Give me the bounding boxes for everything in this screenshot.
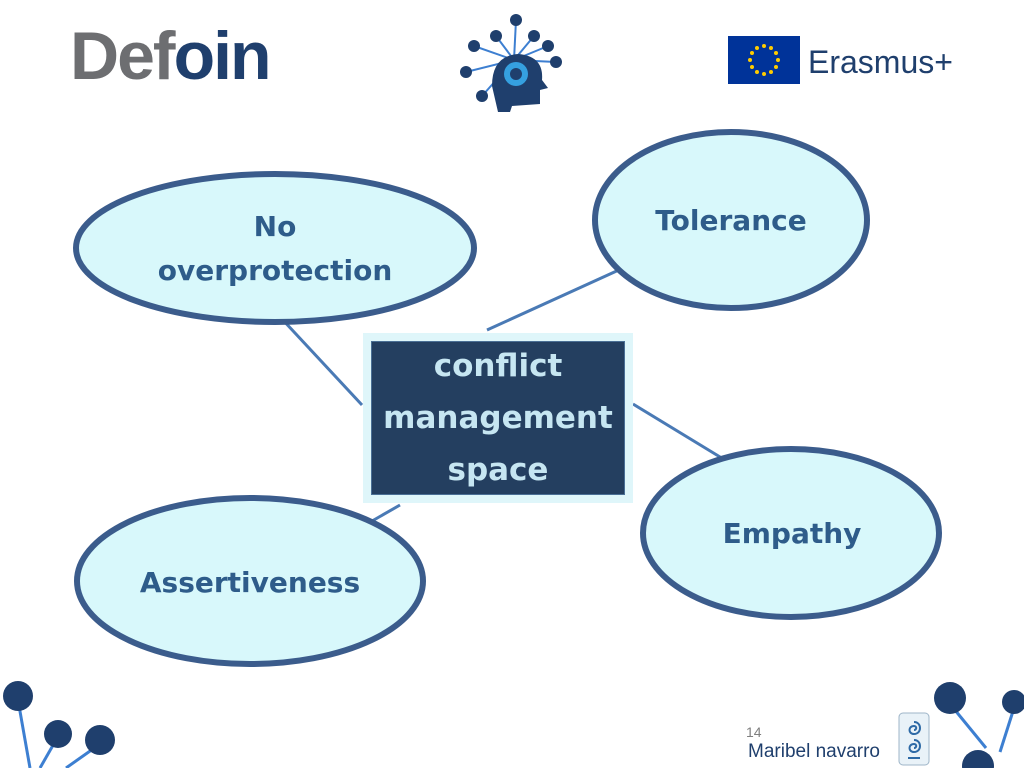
- head-network-logo-icon: [460, 14, 562, 112]
- decorative-network-bottom-right-icon: [934, 682, 1024, 768]
- eu-flag-icon: [728, 36, 800, 84]
- logo-text-part1: Def: [70, 18, 176, 94]
- page-number: 14: [746, 724, 762, 740]
- node-label-no-overprotection: No overprotection: [157, 210, 393, 287]
- node-ellipse-empathy: [640, 446, 942, 620]
- author-name: Maribel navarro: [748, 741, 880, 762]
- decorative-network-bottom-left-icon: [3, 681, 115, 768]
- spiral-logo-icon: [898, 712, 930, 766]
- node-label-tolerance: Tolerance: [655, 204, 807, 237]
- center-concept-box: conflict management space: [363, 333, 633, 503]
- node-label-assertiveness: Assertiveness: [139, 566, 361, 599]
- logo-text-part2: oin: [173, 18, 272, 94]
- node-ellipse-assertiveness: [74, 495, 426, 667]
- center-concept-label: conflict management space: [383, 348, 613, 488]
- center-concept-inner: conflict management space: [371, 341, 625, 495]
- node-label-empathy: Empathy: [722, 517, 862, 550]
- connector-tolerance: [486, 262, 633, 332]
- node-ellipse-no-overprotection: [73, 171, 477, 325]
- defoin-logo: Defoin: [70, 22, 272, 90]
- erasmus-label: Erasmus+: [808, 44, 953, 80]
- node-ellipse-tolerance: [592, 129, 870, 311]
